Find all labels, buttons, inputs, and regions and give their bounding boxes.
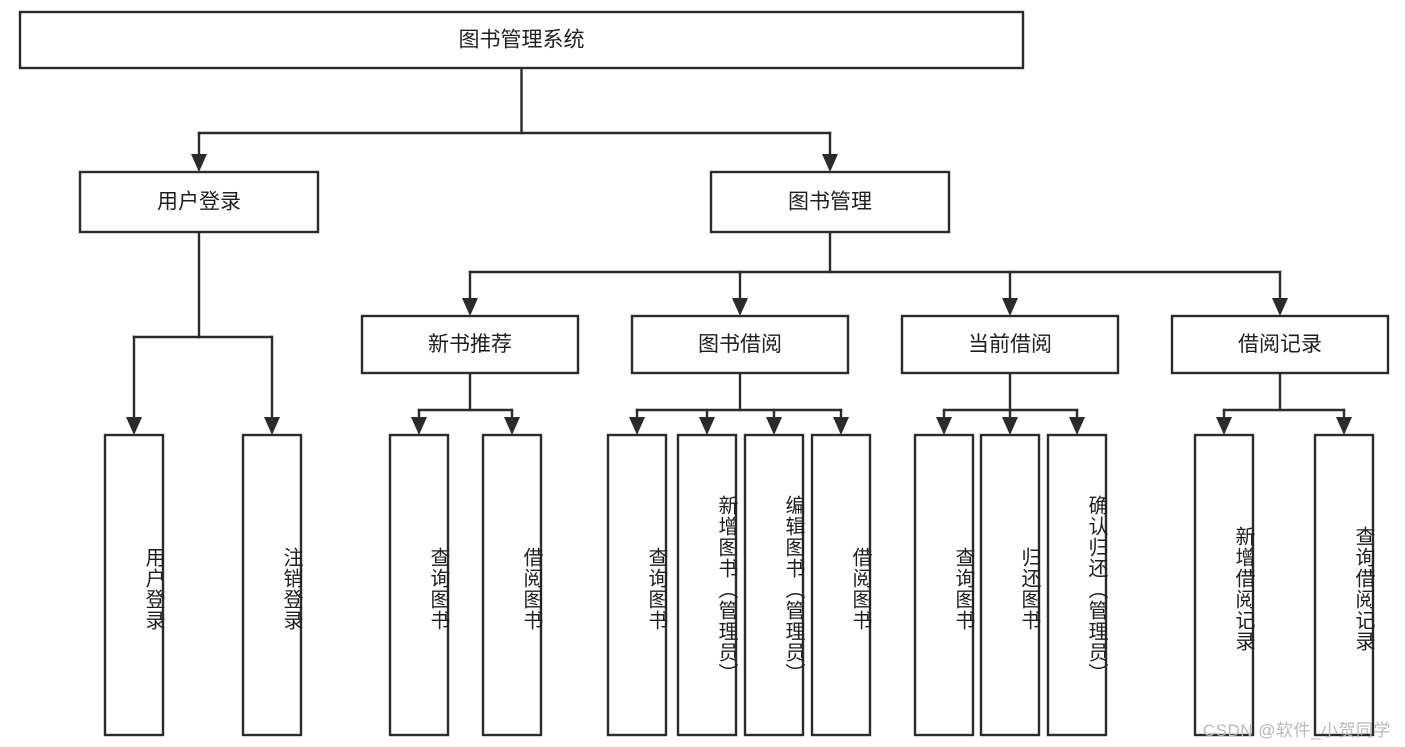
node-box-leaf-edit-book[interactable] — [743, 433, 805, 737]
node-box-user-login[interactable] — [78, 170, 320, 234]
node-box-new-book-recommend[interactable] — [360, 314, 580, 375]
node-box-leaf-add-record[interactable] — [1193, 433, 1255, 737]
arrow-icon-leaf-borrow-book-2 — [833, 417, 849, 435]
arrow-icon-borrow-record — [1272, 298, 1288, 316]
node-label-new-book-recommend: 新书推荐 — [428, 333, 512, 356]
connector-layer — [126, 66, 1352, 435]
arrow-icon-leaf-return-book — [1002, 417, 1018, 435]
arrow-icon-leaf-borrow-book-1 — [504, 417, 520, 435]
node-box-book-manage[interactable] — [709, 170, 951, 234]
arrow-icon-leaf-query-record — [1336, 417, 1352, 435]
node-box-borrow-record[interactable] — [1170, 314, 1390, 375]
arrow-icon-new-book-recommend — [462, 298, 478, 316]
node-box-leaf-query-book-3[interactable] — [913, 433, 975, 737]
node-box-leaf-query-book-1[interactable] — [388, 433, 450, 737]
node-box-leaf-borrow-book-2[interactable] — [810, 433, 872, 737]
arrow-icon-current-borrow — [1002, 298, 1018, 316]
watermark-text: CSDN @软件_小贺同学 — [1202, 721, 1391, 740]
arrow-icon-book-manage — [822, 154, 838, 172]
arrow-icon-leaf-confirm-return — [1069, 417, 1085, 435]
arrow-icon-leaf-query-book-3 — [936, 417, 952, 435]
arrow-icon-leaf-query-book-1 — [411, 417, 427, 435]
node-box-current-borrow[interactable] — [900, 314, 1120, 375]
arrow-icon-leaf-add-record — [1216, 417, 1232, 435]
node-label-borrow-record: 借阅记录 — [1238, 333, 1322, 356]
node-box-leaf-query-book-2[interactable] — [606, 433, 668, 737]
node-label-current-borrow: 当前借阅 — [968, 333, 1052, 356]
arrow-icon-leaf-query-book-2 — [629, 417, 645, 435]
node-box-leaf-confirm-return[interactable] — [1046, 433, 1108, 737]
arrow-icon-book-borrow — [732, 298, 748, 316]
node-box-leaf-return-book[interactable] — [979, 433, 1041, 737]
node-label-root: 图书管理系统 — [459, 29, 585, 52]
arrow-icon-user-login — [191, 154, 207, 172]
arrow-icon-leaf-add-book — [699, 417, 715, 435]
node-box-leaf-borrow-book-1[interactable] — [481, 433, 543, 737]
arrow-icon-leaf-edit-book — [766, 417, 782, 435]
arrow-icon-leaf-logout — [264, 417, 280, 435]
node-label-book-manage: 图书管理 — [788, 191, 872, 214]
node-box-leaf-user-login[interactable] — [103, 433, 165, 737]
node-box-root[interactable] — [18, 10, 1025, 70]
arrow-icon-leaf-user-login — [126, 417, 142, 435]
node-label-user-login: 用户登录 — [157, 191, 241, 214]
node-box-book-borrow[interactable] — [630, 314, 850, 375]
node-label-book-borrow: 图书借阅 — [698, 333, 782, 356]
node-box-leaf-logout[interactable] — [241, 433, 303, 737]
node-box-leaf-query-record[interactable] — [1313, 433, 1375, 737]
node-box-leaf-add-book[interactable] — [676, 433, 738, 737]
